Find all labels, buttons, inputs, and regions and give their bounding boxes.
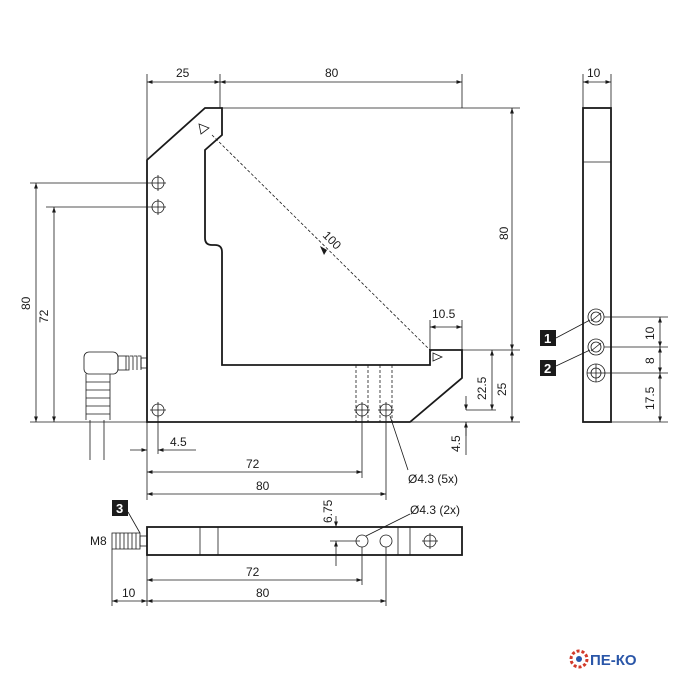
dim-side-17-5: 17.5 — [643, 386, 657, 410]
mounting-holes — [150, 175, 394, 418]
connector-cable — [83, 351, 148, 460]
front-dimensions: 25 80 80 100 10.5 22.5 25 4.5 80 72 — [19, 66, 520, 500]
dim-slot-10-5: 10.5 — [432, 307, 456, 321]
receiver-triangle-icon — [432, 352, 443, 362]
badge-3: 3 — [112, 500, 128, 516]
badge-1: 1 — [540, 330, 556, 346]
hole-note-5x: Ø4.3 (5x) — [408, 472, 458, 486]
logo-text: ПЕ-КО — [590, 652, 637, 669]
dim-left-80: 80 — [19, 296, 33, 310]
dim-left-72: 72 — [37, 309, 51, 323]
dim-bottom-view-80: 80 — [256, 586, 270, 600]
dim-bottom-72: 72 — [246, 457, 260, 471]
thread-label: M8 — [90, 534, 107, 548]
dim-bottom-view-10: 10 — [122, 586, 136, 600]
beam-direction-arrow — [320, 246, 327, 255]
dim-side-width-10: 10 — [587, 66, 601, 80]
bottom-view: M8 3 6.75 Ø4.3 (2x) 72 10 80 — [90, 499, 463, 606]
dim-top-25: 25 — [176, 66, 190, 80]
dim-right-22-5: 22.5 — [475, 376, 489, 400]
svg-text:3: 3 — [116, 501, 123, 516]
dim-right-4-5: 4.5 — [449, 435, 463, 452]
dim-bottom-view-6-75: 6.75 — [321, 499, 335, 523]
dim-right-80: 80 — [497, 226, 511, 240]
front-body-outline — [146, 107, 463, 423]
svg-text:1: 1 — [544, 331, 551, 346]
dim-bottom-4-5: 4.5 — [170, 435, 187, 449]
dim-bottom-view-72: 72 — [246, 565, 260, 579]
dim-top-80: 80 — [325, 66, 339, 80]
svg-text:2: 2 — [544, 361, 551, 376]
front-inner-edge — [204, 134, 223, 151]
beam-axis-line — [211, 134, 433, 353]
badge-2: 2 — [540, 360, 556, 376]
dim-right-25: 25 — [495, 382, 509, 396]
gear-icon — [569, 649, 589, 669]
side-view: 10 10 8 17.5 1 2 — [540, 66, 668, 423]
dim-side-10: 10 — [643, 326, 657, 340]
emitter-triangle-icon — [198, 123, 210, 135]
hole-note-2x: Ø4.3 (2x) — [410, 503, 460, 517]
dim-side-8: 8 — [643, 357, 657, 364]
company-logo: ПЕ-КО — [569, 649, 637, 669]
dim-bottom-80: 80 — [256, 479, 270, 493]
front-view — [83, 107, 463, 460]
